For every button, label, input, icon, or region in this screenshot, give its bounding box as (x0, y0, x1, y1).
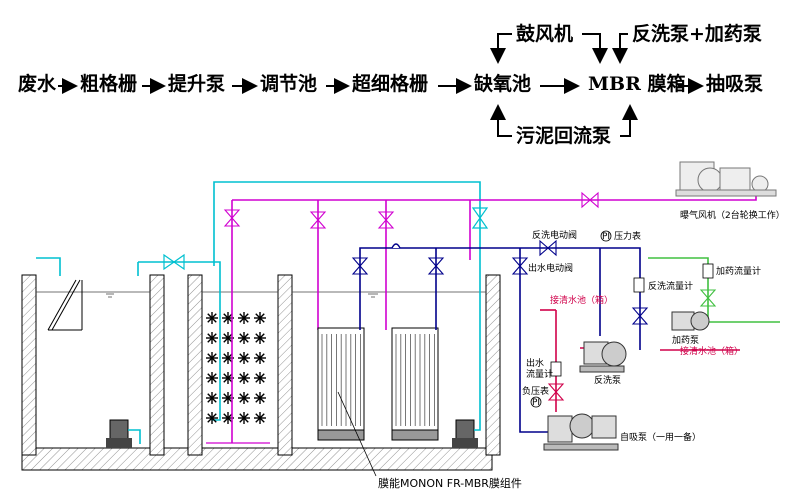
lift-pump-icon (106, 419, 132, 449)
mixer-icon (238, 352, 250, 364)
mixer-icon (254, 392, 266, 404)
outlet-flowmeter-icon (550, 361, 562, 377)
sludge-return-pump-icon (452, 419, 478, 449)
label-backwash-pump: 反洗泵 (594, 374, 621, 386)
flow-step-coarse-screen: 粗格栅 (80, 72, 137, 95)
membrane-modules (317, 327, 439, 441)
valve-icon (377, 211, 395, 229)
mixer-icon (254, 352, 266, 364)
anoxic-mixer-grid (206, 312, 266, 424)
flow-sludge-return: 污泥回流泵 (516, 124, 611, 147)
tank-wall-left (21, 274, 37, 456)
valve-icon (471, 207, 489, 229)
valve-icon (427, 257, 445, 275)
label-backwash-valve: 反洗电动阀 (532, 229, 577, 241)
flow-blower: 鼓风机 (516, 22, 573, 45)
leader-line (337, 391, 377, 477)
coarse-screen (47, 279, 83, 331)
negative-pressure-gauge-icon (530, 396, 542, 408)
mixer-icon (254, 332, 266, 344)
backwash-pump-icon (579, 341, 627, 373)
tank-wall-right (485, 274, 501, 456)
pressure-gauge-icon (600, 230, 612, 242)
water-level-mark (368, 293, 378, 298)
label-dosing-flowmeter: 加药流量计 (716, 265, 761, 277)
mixer-icon (206, 392, 218, 404)
pressure-gauge-symbol: PI (602, 232, 610, 242)
flow-step-mbr-tank: MBR 膜箱 (588, 72, 686, 95)
tank-walls (21, 274, 501, 471)
valve-icon (309, 211, 327, 229)
pipe-crossover (391, 243, 401, 249)
flow-chart: 废水 粗格栅 提升泵 调节池 超细格栅 缺氧池 MBR 膜箱 抽吸泵 鼓风机 反… (18, 22, 763, 147)
valve-icon (163, 253, 185, 271)
valve-icon (581, 191, 599, 209)
label-negative-pressure: 负压表 (522, 385, 549, 397)
inflow-pipe (36, 257, 61, 276)
flow-arrow (490, 33, 512, 64)
mixer-icon (254, 312, 266, 324)
flow-step-fine-screen: 超细格栅 (351, 72, 428, 95)
valve-icon (631, 307, 649, 325)
mixer-icon (222, 352, 234, 364)
label-clean-tank: 接清水池（箱） (550, 294, 613, 306)
mixer-icon (254, 412, 266, 424)
aeration-blower-icon (675, 161, 777, 197)
valve-icon (223, 209, 241, 227)
membrane-module-icon (391, 327, 439, 441)
label-pressure-gauge: 压力表 (614, 230, 641, 242)
dosing-flowmeter-icon (702, 263, 714, 279)
self-priming-pump-icon (543, 413, 619, 451)
flow-backwash-dosing: 反洗泵+加药泵 (632, 22, 762, 45)
flow-arrow (582, 33, 608, 64)
lift-pipe (128, 429, 141, 444)
mixer-icon (238, 312, 250, 324)
backwash-flowmeter-icon (633, 277, 645, 293)
diagram-labels: 曝气风机（2台轮换工作） 反洗电动阀 压力表 出水电动阀 加药流量计 反洗流量计… (337, 209, 785, 490)
flow-step-suction-pump: 抽吸泵 (706, 72, 763, 95)
tank-wall (149, 274, 165, 456)
flow-step-lift-pump: 提升泵 (168, 72, 225, 95)
mixer-icon (238, 412, 250, 424)
dosing-pump-icon (671, 311, 710, 331)
label-membrane-module: 膜能MONON FR-MBR膜组件 (378, 476, 522, 490)
dosing-piping (648, 257, 780, 323)
flow-arrow (490, 104, 512, 137)
mixer-icon (238, 372, 250, 384)
label-clean-tank: 接清水池（箱） (680, 345, 743, 357)
label-outlet-valve: 出水电动阀 (528, 262, 573, 274)
label-backwash-flowmeter: 反洗流量计 (648, 280, 693, 292)
valve-icon (699, 289, 717, 307)
label-dosing-pump: 加药泵 (672, 335, 699, 346)
membrane-module-icon (317, 327, 365, 441)
flow-arrow (612, 33, 628, 64)
negative-pressure-symbol: PI (532, 398, 540, 408)
mixer-icon (254, 372, 266, 384)
mixer-icon (206, 312, 218, 324)
lift-pipe (138, 261, 221, 421)
flow-arrow (620, 104, 638, 137)
mixer-icon (206, 372, 218, 384)
flow-step-anoxic-tank: 缺氧池 (474, 72, 531, 95)
flow-step-equalization-tank: 调节池 (260, 72, 317, 95)
tank-floor (21, 447, 493, 471)
sludge-return-pipe (213, 181, 481, 431)
outlet-valve-icon (511, 257, 529, 275)
mixer-icon (206, 332, 218, 344)
valve-icon (547, 383, 565, 401)
flow-step-wastewater: 废水 (18, 72, 57, 95)
mixer-icon (238, 332, 250, 344)
mixer-icon (238, 392, 250, 404)
mixer-icon (206, 352, 218, 364)
label-outlet-flowmeter: 出水流量计 (526, 357, 553, 380)
mixer-icon (206, 412, 218, 424)
water-level-mark (106, 293, 114, 298)
tank-wall (277, 274, 293, 456)
backwash-valve-icon (539, 239, 557, 257)
label-suction-pump: 自吸泵（一用一备） (620, 431, 701, 443)
valve-icon (351, 257, 369, 275)
label-aeration-blower: 曝气风机（2台轮换工作） (680, 209, 785, 221)
tank-wall (187, 274, 203, 456)
